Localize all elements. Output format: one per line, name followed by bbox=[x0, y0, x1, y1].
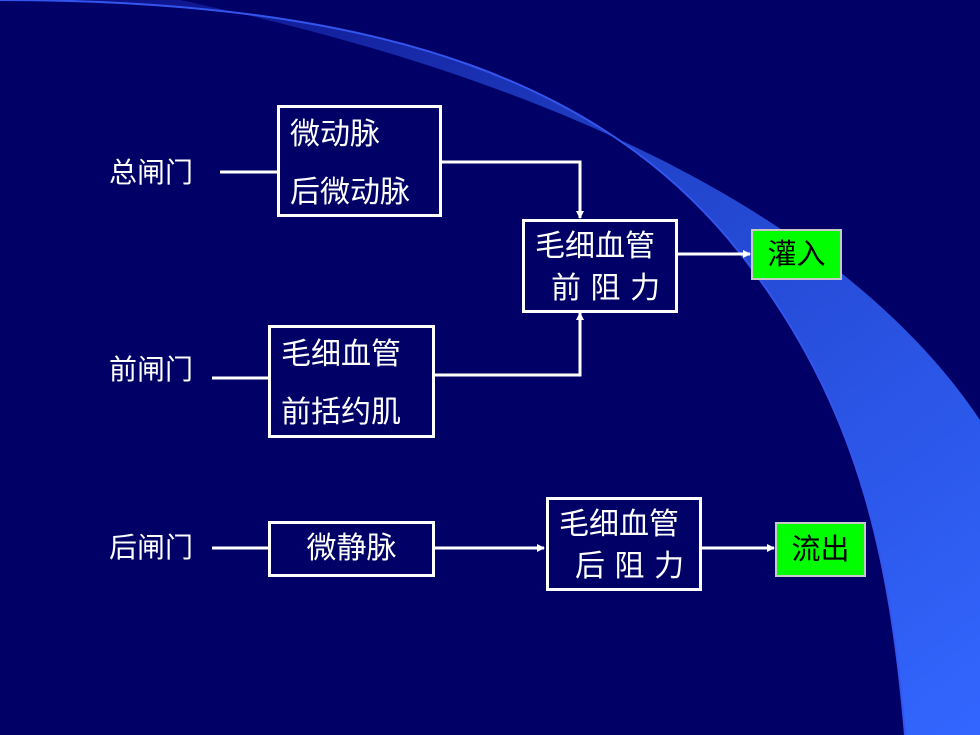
back-gate-label: 后闸门 bbox=[109, 531, 194, 564]
outflow-box: 流出 bbox=[775, 522, 866, 577]
post-resistance-box-line1: 毛细血管 bbox=[559, 507, 679, 542]
pre-resistance-box: 毛细血管 前 阻 力 bbox=[522, 219, 678, 313]
arteriole-box: 微动脉 后微动脉 bbox=[277, 105, 442, 217]
front-gate-label: 前闸门 bbox=[109, 353, 194, 386]
background-arc-line bbox=[0, 0, 906, 735]
connector-arteriole-to-pre-resistance bbox=[441, 160, 584, 219]
venule-box: 微静脉 bbox=[268, 521, 435, 577]
pre-resistance-box-line2: 前 阻 力 bbox=[551, 271, 661, 306]
total-gate-label: 总闸门 bbox=[109, 156, 194, 189]
sphincter-box: 毛细血管 前括约肌 bbox=[268, 325, 435, 438]
arteriole-box-line1: 微动脉 bbox=[290, 117, 380, 152]
post-resistance-box-line2: 后 阻 力 bbox=[575, 549, 685, 584]
post-resistance-box: 毛细血管 后 阻 力 bbox=[546, 497, 702, 591]
arteriole-box-line2: 后微动脉 bbox=[290, 175, 410, 210]
inflow-box: 灌入 bbox=[751, 229, 842, 280]
sphincter-box-line1: 毛细血管 bbox=[281, 337, 401, 372]
sphincter-box-line2: 前括约肌 bbox=[281, 395, 401, 430]
pre-resistance-box-line1: 毛细血管 bbox=[535, 229, 655, 264]
connector-sphincter-to-pre-resistance bbox=[434, 312, 584, 377]
